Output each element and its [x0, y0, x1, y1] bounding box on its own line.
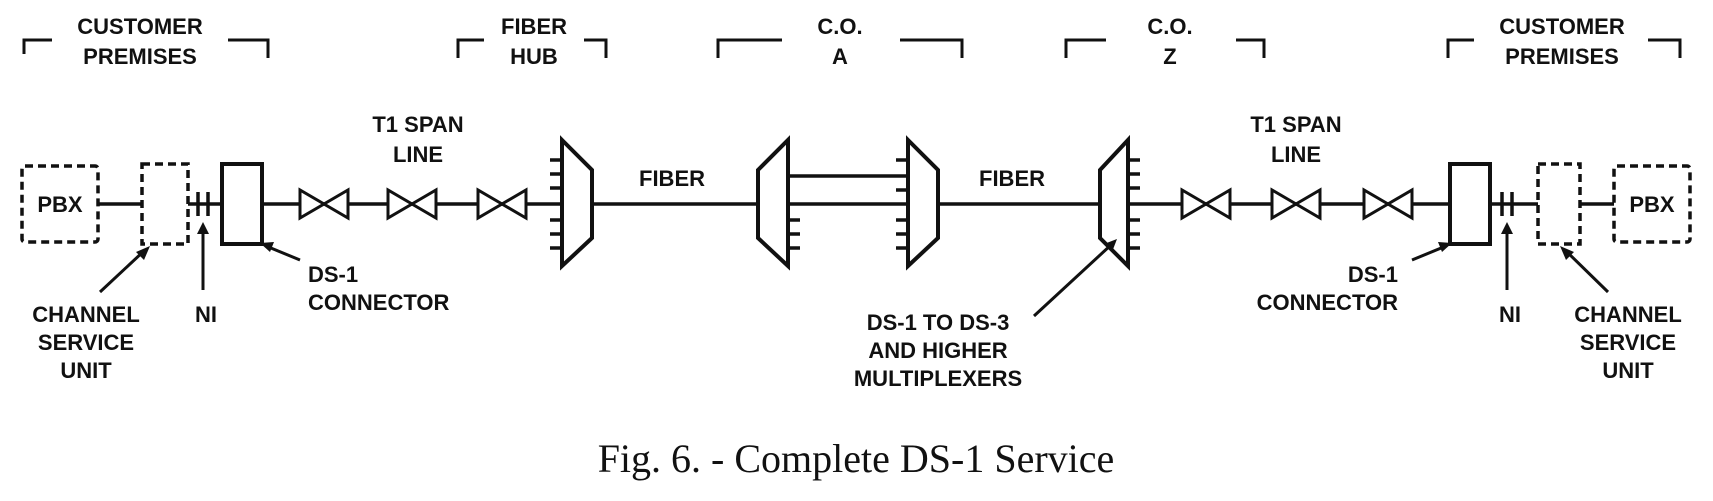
channel-service-unit-right-box [1536, 162, 1582, 246]
ds1-connector-left-label-1: DS-1 [308, 262, 358, 287]
co-a-multiplexer [896, 135, 940, 271]
multiplexer-label-3: MULTIPLEXERS [854, 366, 1022, 391]
fiber-left-label: FIBER [639, 166, 705, 191]
csu-right-label-2: SERVICE [1580, 330, 1676, 355]
csu-right-label-3: UNIT [1602, 358, 1654, 383]
ds1-connector-right-label-1: DS-1 [1348, 262, 1398, 287]
channel-service-unit-left-box [140, 162, 190, 246]
csu-left-label-1: CHANNEL [32, 302, 140, 327]
t1-span-right-repeaters [1180, 187, 1414, 221]
t1-span-left-label-1: T1 SPAN [372, 112, 463, 137]
customer-premises-left-label-2: PREMISES [83, 44, 197, 69]
ni-right-label: NI [1499, 302, 1521, 327]
ds1-connector-left-label-2: CONNECTOR [308, 290, 449, 315]
customer-premises-left-label-1: CUSTOMER [77, 14, 203, 39]
customer-premises-right-label-2: PREMISES [1505, 44, 1619, 69]
ds1-connector-left-box [220, 162, 264, 246]
co-a-demultiplexer [756, 135, 908, 271]
pbx-right-box [1612, 164, 1692, 244]
t1-span-right-label-2: LINE [1271, 142, 1321, 167]
fiber-right-label: FIBER [979, 166, 1045, 191]
fiber-hub-label-2: HUB [510, 44, 558, 69]
multiplexer-label-2: AND HIGHER [868, 338, 1007, 363]
co-z-multiplexer [1098, 134, 1140, 271]
fiber-hub-label-1: FIBER [501, 14, 567, 39]
leader-lines [98, 222, 1610, 318]
csu-left-label-2: SERVICE [38, 330, 134, 355]
t1-span-right-label-1: T1 SPAN [1250, 112, 1341, 137]
multiplexer-label-1: DS-1 TO DS-3 [867, 310, 1010, 335]
ni-left-label: NI [195, 302, 217, 327]
co-z-label-1: C.O. [1147, 14, 1192, 39]
co-a-label-2: A [832, 44, 848, 69]
ds1-connector-right-box [1448, 162, 1492, 246]
co-a-label-1: C.O. [817, 14, 862, 39]
co-z-label-2: Z [1163, 44, 1176, 69]
pbx-left-box [20, 164, 100, 244]
csu-right-label-1: CHANNEL [1574, 302, 1682, 327]
fiber-hub-multiplexer [550, 135, 594, 271]
customer-premises-right-label-1: CUSTOMER [1499, 14, 1625, 39]
t1-span-left-label-2: LINE [393, 142, 443, 167]
csu-left-label-3: UNIT [60, 358, 112, 383]
figure-caption: Fig. 6. - Complete DS-1 Service [598, 436, 1115, 481]
ds1-connector-right-label-2: CONNECTOR [1257, 290, 1398, 315]
pbx-left-label: PBX [37, 192, 83, 217]
section-brackets [22, 38, 1682, 58]
t1-span-left-repeaters [298, 187, 528, 221]
pbx-right-label: PBX [1629, 192, 1675, 217]
